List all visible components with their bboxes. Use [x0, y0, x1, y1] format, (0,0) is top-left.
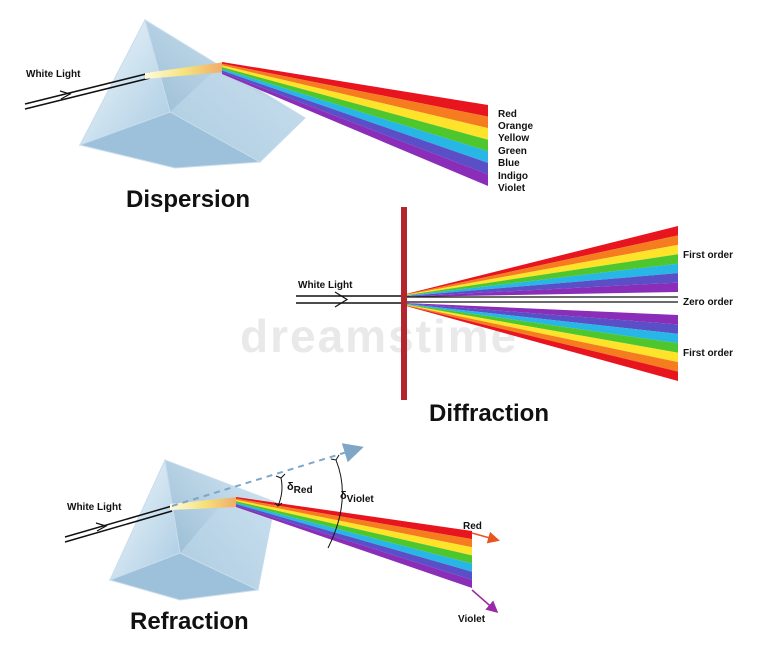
dispersion-band-violet [222, 72, 488, 186]
diffraction-slit [401, 207, 407, 400]
dispersion-band-green [222, 67, 488, 152]
color-label-green: Green [498, 146, 527, 157]
diffraction-top-band-violet [406, 282, 678, 297]
diffraction-first-order-top-label: First order [683, 250, 733, 261]
diffraction-top-band-blue [406, 263, 678, 297]
dispersion-band-orange [222, 63, 488, 129]
color-label-yellow: Yellow [498, 133, 529, 144]
refraction-band-violet [236, 505, 472, 588]
dispersion-band-blue [222, 68, 488, 163]
diffraction-top-band-orange [406, 235, 678, 295]
diffraction-bottom-band-yellow [406, 304, 678, 363]
refraction-violet-label: Violet [458, 614, 486, 625]
color-label-red: Red [498, 109, 517, 120]
refraction-band-red [236, 497, 472, 540]
delta-red-arc [277, 477, 283, 507]
delta-violet-label: δViolet [340, 490, 374, 505]
delta-red-label: δRed [287, 481, 313, 496]
delta-violet-arc [327, 459, 343, 549]
refraction-input-ray [64, 505, 173, 543]
refraction-red-label: Red [463, 521, 482, 532]
diffraction-top-band-yellow [406, 244, 678, 296]
diffraction-first-order-top-spectrum [406, 226, 678, 297]
dispersion-white-light-label: White Light [26, 69, 81, 80]
refraction-white-light-label: White Light [67, 502, 122, 513]
diffraction-zero-order-ray [406, 296, 678, 303]
dispersion-band-yellow [222, 65, 488, 140]
color-label-indigo: Indigo [498, 171, 528, 182]
dispersion-inner-ray [145, 62, 225, 79]
diffraction-bottom-band-green [406, 304, 678, 353]
dispersion-spectrum [222, 62, 488, 186]
diffraction-bottom-band-red [406, 305, 678, 381]
refraction-prism [108, 458, 276, 601]
diffraction-input-ray [296, 291, 402, 308]
red-ray-arrow [471, 531, 500, 544]
color-label-orange: Orange [498, 121, 533, 132]
refraction-section: δRed δViolet White Light Red Violet Refr… [64, 443, 500, 635]
dispersion-band-indigo [222, 70, 488, 175]
diffraction-first-order-bottom-label: First order [683, 348, 733, 359]
color-label-violet: Violet [498, 183, 526, 194]
refraction-inner-ray [170, 497, 238, 510]
diffraction-bottom-band-indigo [406, 303, 678, 334]
violet-ray-arrow [471, 589, 499, 613]
refraction-title: Refraction [130, 608, 249, 635]
diffraction-zero-order-label: Zero order [683, 297, 733, 308]
dispersion-prism [78, 18, 306, 169]
diffraction-section: White Light First order Zero order First… [296, 207, 733, 427]
refraction-band-indigo [236, 504, 472, 580]
dispersion-input-ray [24, 72, 151, 110]
diffraction-top-band-green [406, 254, 678, 296]
refraction-band-green [236, 501, 472, 564]
diffraction-top-band-red [406, 226, 678, 295]
refraction-band-yellow [236, 499, 472, 556]
dispersion-band-red [222, 62, 488, 117]
refraction-spectrum [236, 497, 472, 588]
diffraction-bottom-band-blue [406, 303, 678, 344]
diffraction-bottom-band-orange [406, 305, 678, 372]
diffraction-top-band-indigo [406, 273, 678, 297]
refraction-band-orange [236, 498, 472, 548]
dispersion-title: Dispersion [126, 186, 250, 213]
dispersion-color-labels: Red Orange Yellow Green Blue Indigo Viol… [498, 109, 533, 194]
diffraction-white-light-label: White Light [298, 280, 353, 291]
diffraction-first-order-bottom-spectrum [406, 303, 678, 381]
refraction-band-blue [236, 502, 472, 572]
diffraction-title: Diffraction [429, 400, 549, 427]
diffraction-bottom-band-violet [406, 303, 678, 325]
dispersion-section: White Light Red Orange Yellow Green Blue… [24, 18, 533, 213]
color-label-blue: Blue [498, 158, 520, 169]
